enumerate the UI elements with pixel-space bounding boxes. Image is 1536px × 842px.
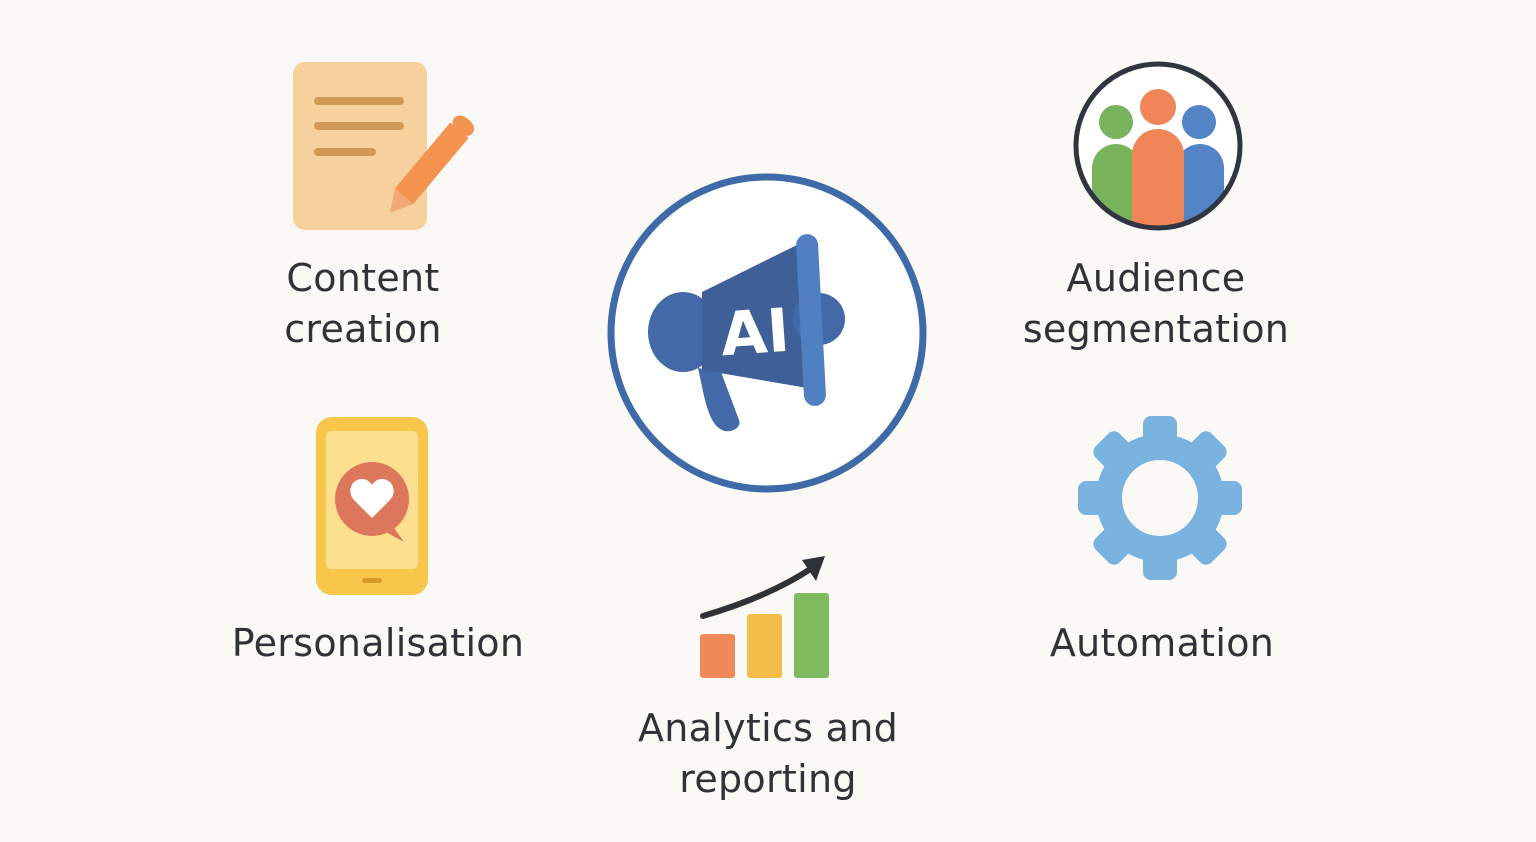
document-pencil-icon bbox=[293, 62, 475, 230]
content-creation-label: Content creation bbox=[284, 256, 442, 351]
audience-segmentation-label: Audience segmentation bbox=[1022, 256, 1290, 351]
bar-chart-trend-icon bbox=[700, 556, 829, 678]
personalisation-label: Personalisation bbox=[231, 621, 525, 665]
ai-badge-text: AI bbox=[718, 296, 791, 371]
ai-megaphone-hub: AI bbox=[607, 173, 927, 493]
analytics-reporting-label: Analytics and reporting bbox=[637, 706, 899, 801]
people-group-icon bbox=[1073, 61, 1243, 231]
automation-label: Automation bbox=[1049, 621, 1275, 665]
phone-heart-icon bbox=[316, 417, 428, 595]
gear-icon bbox=[1078, 416, 1242, 580]
